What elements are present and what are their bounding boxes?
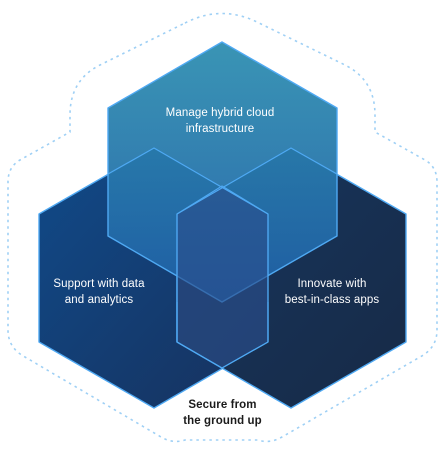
right-hexagon-outline	[176, 147, 338, 342]
center-overlap-hexagon	[176, 185, 269, 369]
bottom-overlap-outline	[176, 302, 269, 369]
dotted-boundary	[7, 12, 438, 443]
left-hexagon-outline	[107, 147, 269, 342]
